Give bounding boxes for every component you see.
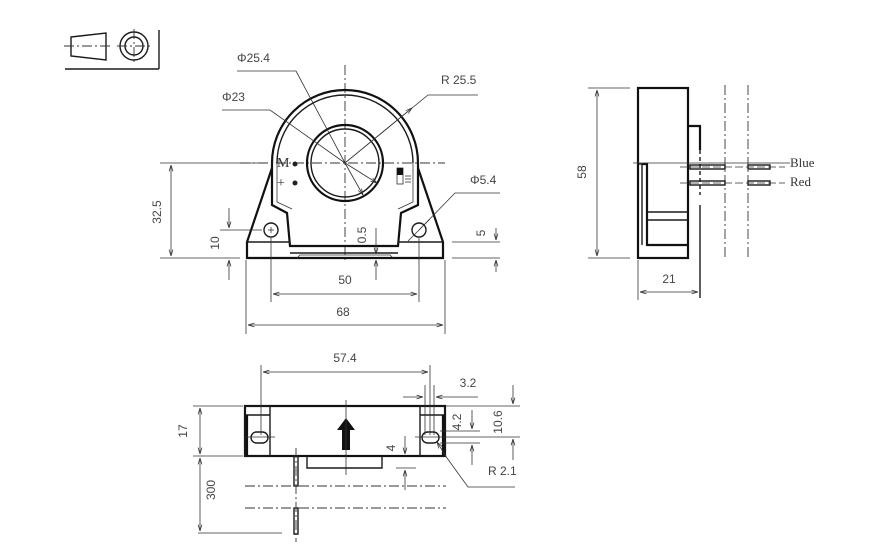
bottom-view [193, 365, 520, 542]
label-overall-width: 68 [336, 305, 350, 319]
label-center-height: 32.5 [150, 200, 164, 224]
label-depth: 21 [662, 272, 676, 286]
label-hole-height: 10 [208, 236, 222, 250]
label-hole-spacing: 50 [338, 273, 352, 287]
label-gap: 0.5 [355, 226, 369, 243]
label-slot-height: 4.2 [450, 413, 464, 430]
front-view: M + [160, 65, 500, 334]
side-view [588, 85, 790, 300]
label-foot-height: 5 [474, 229, 488, 236]
label-slot-width: 3.2 [460, 376, 477, 390]
label-mount-hole: Φ5.4 [470, 173, 497, 187]
label-slot-radius: R 2.1 [488, 464, 517, 478]
marking-m: M [277, 156, 290, 171]
label-slot-spacing: 57.4 [333, 351, 357, 365]
label-body-height: 17 [176, 424, 190, 438]
label-height: 58 [575, 165, 589, 179]
label-step: 4 [384, 444, 398, 451]
marking-plus: + [277, 176, 285, 191]
wire-blue-label: Blue [790, 155, 815, 170]
label-lead-length: 300 [204, 480, 218, 500]
label-aperture-diameter: Φ23 [222, 90, 245, 104]
wire-red-label: Red [790, 174, 811, 189]
label-outer-radius: R 25.5 [441, 73, 477, 87]
projection-symbol-icon [64, 29, 160, 70]
label-inner-diameter: Φ25.4 [237, 51, 270, 65]
label-slot-offset: 10.6 [491, 410, 505, 434]
